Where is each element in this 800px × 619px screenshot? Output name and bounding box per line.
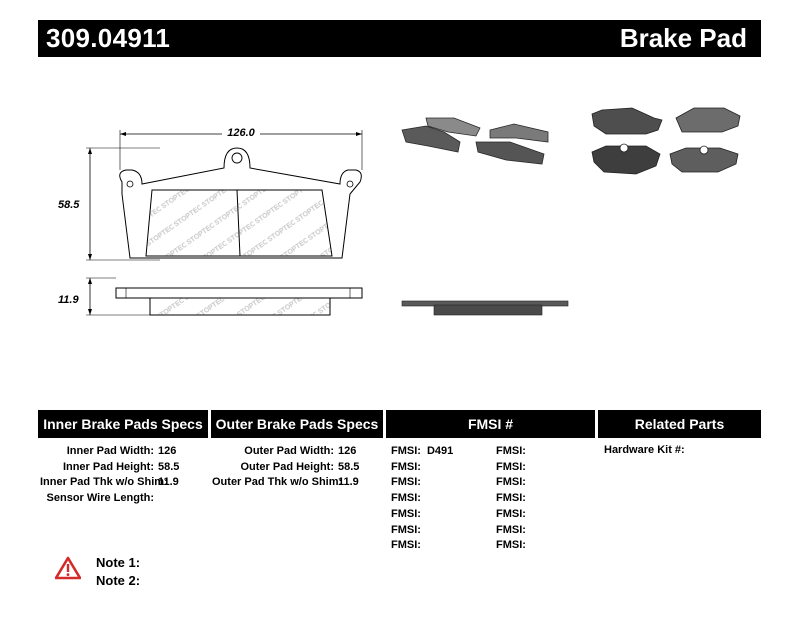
fmsi-list-right: FMSI: FMSI: FMSI: FMSI: FMSI: FMSI: FMSI… [496,444,532,554]
spec-label: Inner Pad Width: [66,445,154,457]
height-dimension-label: 58.5 [58,199,80,211]
fmsi-value [526,523,532,539]
fmsi-label: FMSI: [391,492,421,505]
fmsi-row: FMSI: [496,523,532,539]
fmsi-row: FMSI: [391,460,453,476]
spec-row: Inner Pad Height: 58.5 [40,460,179,476]
header-bar: 309.04911 Brake Pad [38,20,761,57]
fmsi-row: FMSI: [391,491,453,507]
spec-value: 126 [158,445,177,457]
fmsi-label: FMSI: [496,445,526,457]
fmsi-label: FMSI: [496,476,526,489]
fmsi-label: FMSI: [391,476,421,489]
spec-label: Inner Pad Thk w/o Shim: [40,476,168,489]
product-category: Brake Pad [619,23,747,53]
spec-label: Outer Pad Thk w/o Shim: [212,476,343,489]
fmsi-value [526,475,532,491]
fmsi-row: FMSI: [391,523,453,539]
fmsi-header: FMSI # [386,410,595,438]
fmsi-label: FMSI: [391,507,421,520]
spec-value: 11.9 [158,476,179,489]
notes: Note 1: Note 2: [96,554,140,590]
fmsi-list-left: FMSI: D491 FMSI: FMSI: FMSI: FMSI: FMSI: … [391,444,453,554]
fmsi-label: FMSI: [496,507,526,520]
fmsi-value [526,460,532,476]
fmsi-value [421,507,427,523]
fmsi-value: D491 [426,445,454,457]
spec-row: Outer Pad Height: 58.5 [212,460,359,476]
fmsi-label: FMSI: [496,523,526,536]
fmsi-label: FMSI: [496,460,526,473]
fmsi-row: FMSI: [391,507,453,523]
fmsi-row: FMSI: [496,491,532,507]
fmsi-label: FMSI: [496,539,526,552]
note-1: Note 1: [96,555,141,570]
fmsi-value [421,491,427,507]
fmsi-value [526,444,532,460]
fmsi-value [421,475,427,491]
spec-label: Sensor Wire Length: [46,491,154,504]
outer-specs-header: Outer Brake Pads Specs [211,410,383,438]
inner-specs: Inner Pad Width: 126 Inner Pad Height: 5… [40,444,179,506]
fmsi-row: FMSI: [391,475,453,491]
note-2: Note 2: [96,573,141,588]
outer-specs: Outer Pad Width: 126 Outer Pad Height: 5… [212,444,359,491]
spec-value: 126 [338,445,357,457]
fmsi-value [421,523,427,539]
fmsi-value [526,491,532,507]
related-parts: Hardware Kit #: [604,444,685,456]
fmsi-row: FMSI: [496,507,532,523]
fmsi-row: FMSI: [496,538,532,554]
fmsi-value [421,460,427,476]
warning-icon [55,556,81,580]
spec-row: Sensor Wire Length: [40,491,179,507]
thickness-dimension-label: 11.9 [58,294,79,306]
pad-photo-set [591,107,741,175]
spec-label: Outer Pad Width: [244,445,334,457]
fmsi-value [421,538,427,554]
fmsi-label: FMSI: [391,539,421,552]
fmsi-label: FMSI: [496,492,526,505]
fmsi-row: FMSI: [496,475,532,491]
spec-value: 11.9 [338,476,359,489]
spec-row: Outer Pad Width: 126 [212,444,359,460]
fmsi-row: FMSI: [391,538,453,554]
spec-label: Inner Pad Height: [62,460,154,473]
spec-row: Outer Pad Thk w/o Shim: 11.9 [212,475,359,491]
part-number: 309.04911 [46,23,171,53]
spec-value: 58.5 [158,460,180,473]
width-dimension-label: 126.0 [227,127,255,139]
hardware-kit-label: Hardware Kit #: [604,444,685,456]
related-parts-header: Related Parts [598,410,761,438]
fmsi-label: FMSI: [391,523,421,536]
inner-specs-header: Inner Brake Pads Specs [38,410,208,438]
fmsi-row: FMSI: [496,460,532,476]
spec-label: Outer Pad Height: [240,460,334,473]
fmsi-row: FMSI: [496,444,532,460]
fmsi-label: FMSI: [391,460,421,473]
spec-value [154,491,158,507]
fmsi-value [526,538,532,554]
spec-value: 58.5 [338,460,360,473]
pad-photo-angled [401,117,549,165]
fmsi-row: FMSI: D491 [391,444,453,460]
fmsi-label: FMSI: [391,445,421,457]
pad-photo-side [401,300,569,316]
fmsi-value [526,507,532,523]
spec-row: Inner Pad Width: 126 [40,444,179,460]
pad-technical-drawing: STOPTECH 126.0 58.5 11.9 [58,126,363,316]
spec-row: Inner Pad Thk w/o Shim: 11.9 [40,475,179,491]
